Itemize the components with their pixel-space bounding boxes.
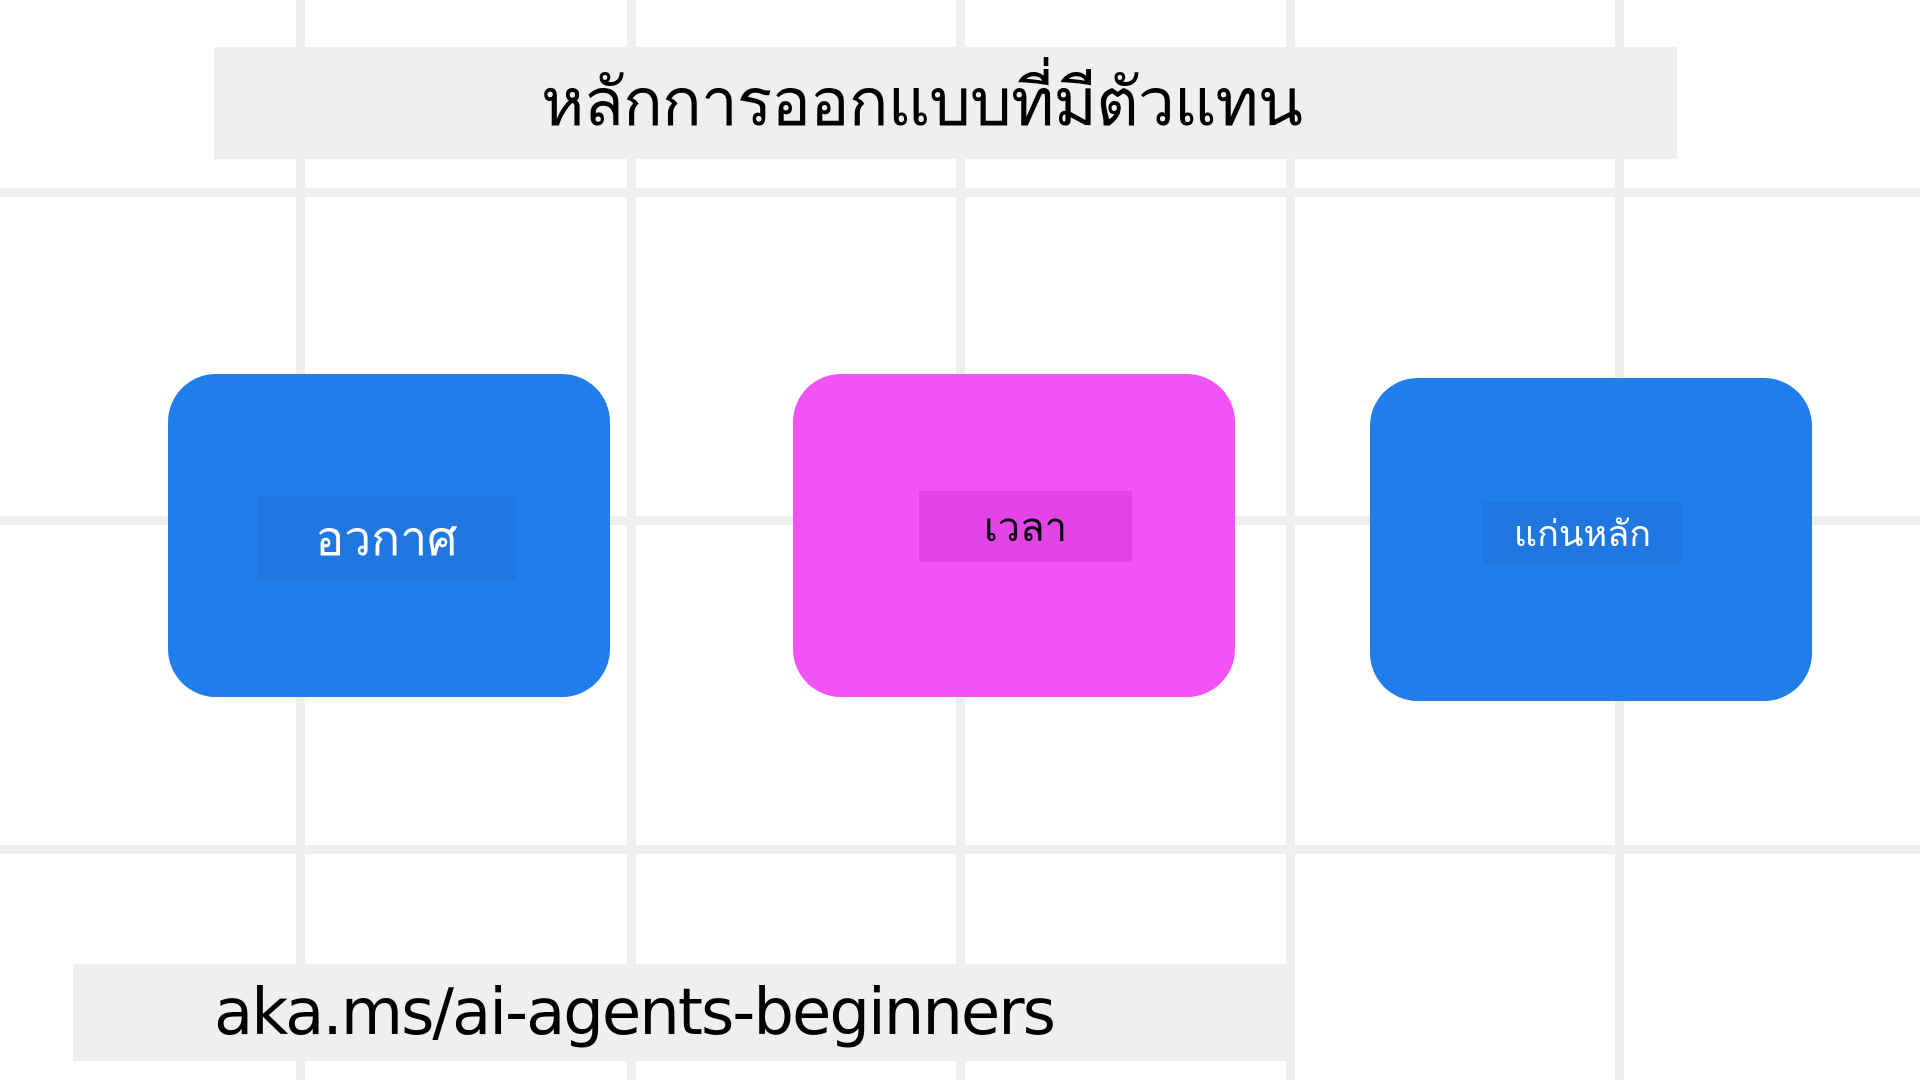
slide-title: หลักการออกแบบที่มีตัวแทน bbox=[541, 64, 1303, 141]
grid-line-vertical bbox=[1286, 0, 1295, 1080]
card-label-band: เวลา bbox=[919, 491, 1132, 562]
title-band bbox=[214, 47, 1677, 159]
card-space: อวกาศ bbox=[168, 374, 610, 697]
card-time: เวลา bbox=[793, 374, 1235, 697]
card-core: แก่นหลัก bbox=[1370, 378, 1812, 701]
grid-line-horizontal bbox=[0, 845, 1920, 854]
footer-band bbox=[73, 964, 1293, 1061]
card-label-band: แก่นหลัก bbox=[1483, 502, 1682, 564]
footer-link[interactable]: aka.ms/ai-agents-beginners bbox=[214, 976, 1056, 1050]
grid-line-horizontal bbox=[0, 188, 1920, 197]
card-label-space: อวกาศ bbox=[315, 510, 458, 567]
card-label-time: เวลา bbox=[983, 504, 1068, 551]
card-label-core: แก่นหลัก bbox=[1513, 513, 1652, 555]
grid-line-vertical bbox=[627, 0, 636, 1080]
card-label-band: อวกาศ bbox=[257, 496, 516, 581]
